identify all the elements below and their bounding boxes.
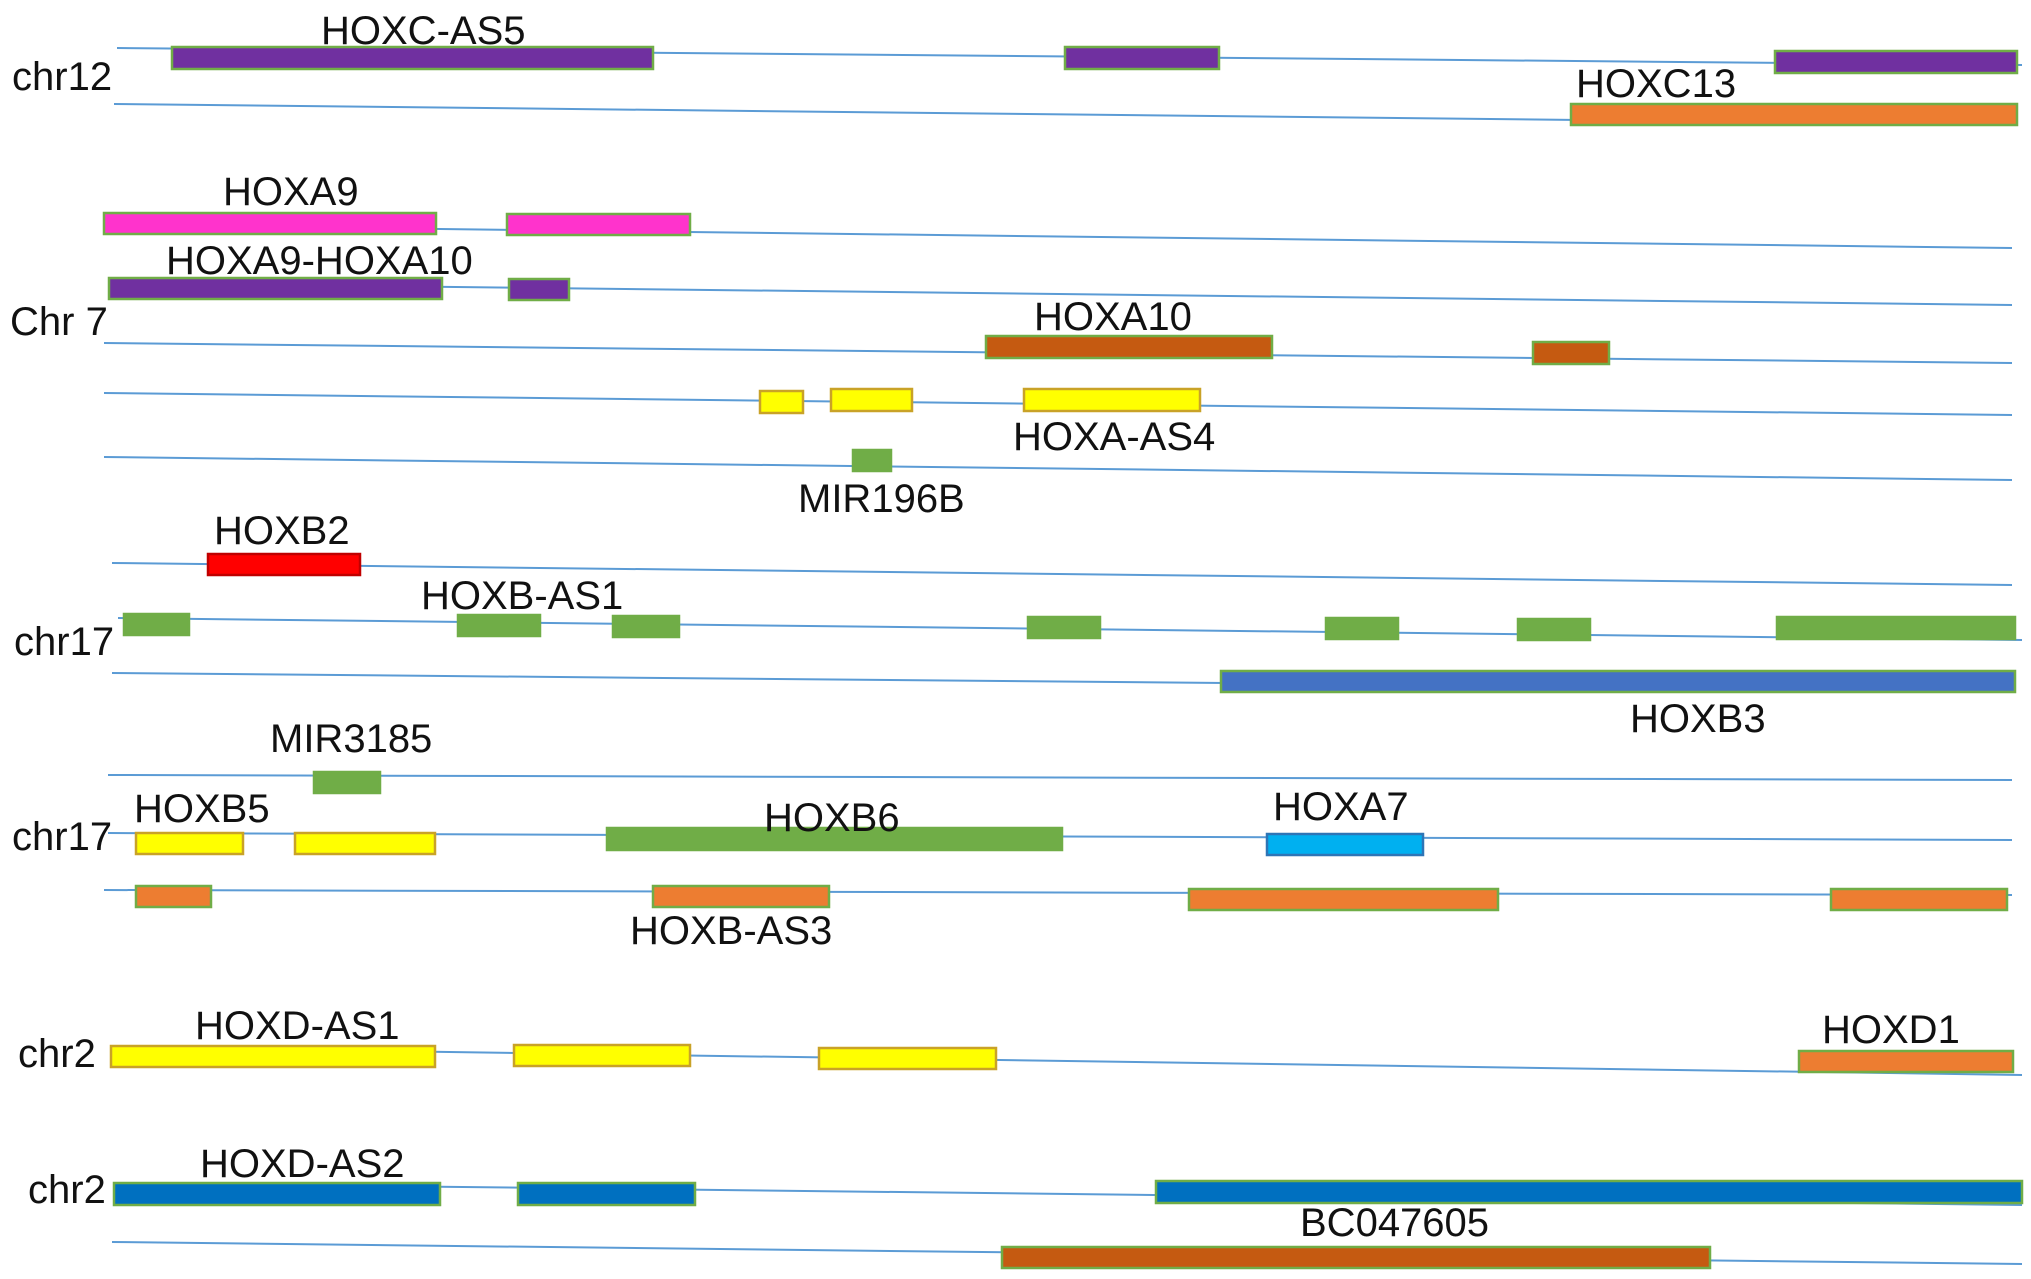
gene-block-hoxa-as4 <box>829 387 914 413</box>
gene-block-hoxd-as2 <box>1154 1179 2024 1205</box>
track-line <box>111 672 1226 684</box>
track-line <box>107 774 2013 781</box>
gene-label-hoxd-as1: HOXD-AS1 <box>195 1004 400 1048</box>
gene-block-hoxb3 <box>1219 669 2017 694</box>
gene-label-hoxc-as5: HOXC-AS5 <box>321 9 526 53</box>
gene-block-hoxa-as4 <box>758 389 805 415</box>
gene-block-hoxa7 <box>1265 832 1425 857</box>
gene-label-hoxa10: HOXA10 <box>1034 295 1192 339</box>
gene-label-hoxa-as4: HOXA-AS4 <box>1013 415 1215 459</box>
gene-label-mir3185: MIR3185 <box>270 717 432 761</box>
gene-label-hoxb-as1: HOXB-AS1 <box>421 574 623 618</box>
chromosome-label-chr2-b: chr2 <box>28 1168 106 1212</box>
gene-block-hoxb6 <box>605 826 1064 852</box>
gene-block-hoxb-as1 <box>611 614 681 639</box>
gene-block-hoxb-as3 <box>1187 887 1500 912</box>
gene-label-hoxa7: HOXA7 <box>1273 785 1409 829</box>
gene-block-hoxc13 <box>1569 102 2019 127</box>
gene-blocks <box>102 45 2024 1270</box>
track-line <box>111 562 2013 586</box>
gene-block-hoxd-as1 <box>109 1044 437 1069</box>
gene-block-hoxb-as3 <box>134 884 213 909</box>
gene-block-bc047605 <box>1000 1245 1712 1270</box>
gene-block-hoxb-as1 <box>122 612 191 637</box>
gene-block-hoxa10 <box>1531 340 1611 366</box>
gene-block-hoxb-as1 <box>456 613 542 638</box>
gene-label-hoxb2: HOXB2 <box>214 509 350 553</box>
chromosome-label-chr17-b: chr17 <box>12 815 112 859</box>
gene-block-hoxb2 <box>206 552 362 577</box>
gene-block-hoxb5 <box>134 831 245 856</box>
track-line <box>103 889 2013 896</box>
gene-label-hoxb-as3: HOXB-AS3 <box>630 909 832 953</box>
gene-label-hoxa9-hoxa10: HOXA9-HOXA10 <box>166 239 473 283</box>
track-line <box>113 103 1581 121</box>
gene-block-hoxd-as2 <box>112 1181 442 1207</box>
gene-block-hoxb-as3 <box>1829 887 2009 912</box>
gene-block-hoxb-as1 <box>1324 616 1400 641</box>
gene-block-hoxb-as1 <box>1775 615 2017 641</box>
gene-label-hoxd1: HOXD1 <box>1822 1008 1960 1052</box>
gene-block-hoxc-as5 <box>170 45 655 71</box>
gene-block-hoxa-as4 <box>1022 387 1202 413</box>
gene-block-hoxb5 <box>293 831 437 856</box>
chromosome-label-chr17-a: chr17 <box>14 620 114 664</box>
gene-block-hoxa9 <box>102 211 438 236</box>
gene-labels: HOXC-AS5 HOXC13 HOXA9 HOXA9-HOXA10 HOXA1… <box>134 9 1960 1245</box>
gene-block-hoxb-as1 <box>1516 617 1592 642</box>
gene-block-hoxa10 <box>984 334 1274 360</box>
gene-block-hoxd1 <box>1797 1049 2015 1074</box>
gene-block-hoxd-as1 <box>817 1046 998 1071</box>
chromosome-labels: chr12 Chr 7 chr17 chr17 chr2 chr2 <box>10 55 114 1212</box>
gene-label-hoxa9: HOXA9 <box>223 170 359 214</box>
gene-block-mir3185 <box>312 770 382 795</box>
gene-label-hoxb3: HOXB3 <box>1630 697 1766 741</box>
gene-block-hoxa9-hoxa10 <box>507 277 571 302</box>
gene-label-hoxd-as2: HOXD-AS2 <box>200 1142 405 1186</box>
gene-label-bc047605: BC047605 <box>1300 1201 1489 1245</box>
gene-block-hoxa9 <box>505 212 692 237</box>
track-line <box>103 456 2013 481</box>
gene-block-hoxd-as1 <box>512 1043 692 1068</box>
gene-block-hoxb-as3 <box>651 884 831 909</box>
gene-block-hoxb-as1 <box>1026 615 1102 640</box>
gene-label-hoxb6: HOXB6 <box>764 796 900 840</box>
chromosome-label-chr2-a: chr2 <box>18 1032 96 1076</box>
gene-label-hoxb5: HOXB5 <box>134 787 270 831</box>
gene-label-mir196b: MIR196B <box>798 477 965 521</box>
gene-block-mir196b <box>851 448 893 473</box>
gene-block-hoxc-as5 <box>1063 45 1221 71</box>
gene-label-hoxc13: HOXC13 <box>1576 62 1736 106</box>
chromosome-label-chr7: Chr 7 <box>10 300 108 344</box>
gene-block-hoxd-as2 <box>516 1181 697 1207</box>
chromosome-label-chr12: chr12 <box>12 55 112 99</box>
gene-block-hoxc-as5 <box>1773 49 2019 75</box>
gene-block-hoxa9-hoxa10 <box>107 276 444 301</box>
